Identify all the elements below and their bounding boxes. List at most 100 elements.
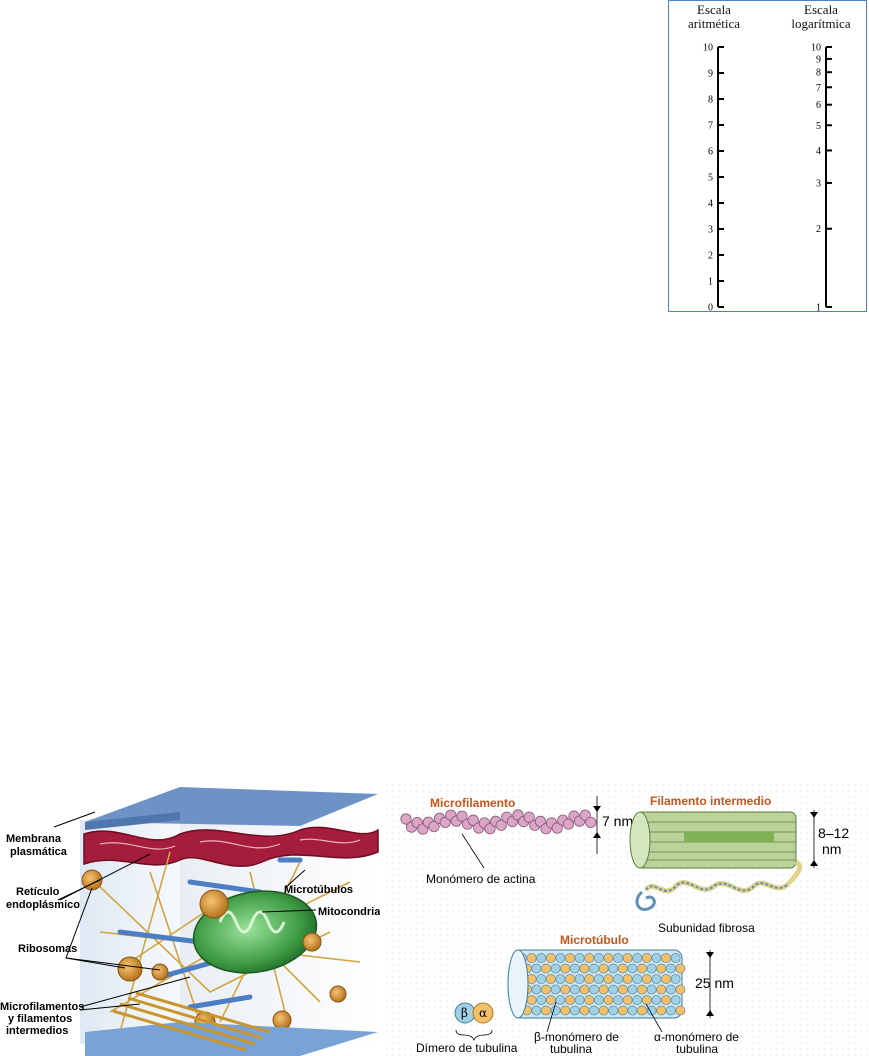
tubulin-monomer — [651, 995, 662, 1005]
actin-monomer — [484, 823, 496, 835]
label-dimero: Dímero de tubulina — [416, 1041, 518, 1055]
tubulin-monomer — [670, 995, 681, 1005]
cell-leader-lines — [53, 811, 317, 1011]
tubulin-monomer — [637, 1005, 647, 1016]
tubulin-monomer — [665, 1005, 676, 1016]
tubulin-monomer — [665, 963, 676, 974]
mt-arrow-bottom — [706, 1010, 714, 1016]
membrane-edge — [85, 812, 180, 830]
endoplasmic-reticulum — [83, 826, 379, 867]
beta-symbol: β — [461, 1006, 468, 1020]
tubulin-monomer — [608, 1005, 619, 1016]
tubulin-monomer — [627, 963, 638, 974]
actin-monomer — [562, 818, 574, 830]
arithmetic-tick-label: 0 — [708, 303, 713, 314]
label-beta-2: tubulina — [550, 1042, 592, 1056]
tubulin-monomer — [627, 984, 638, 995]
arithmetic-scale-title: Escala aritmética — [681, 3, 747, 31]
tubulin-monomer — [550, 1005, 561, 1016]
log-tick-label: 5 — [816, 121, 821, 132]
actin-monomer — [534, 815, 546, 827]
tubulin-monomer — [603, 953, 614, 963]
tubulin-monomer — [526, 995, 537, 1005]
mt-arrow-top — [706, 952, 714, 958]
tubulin-monomer — [598, 1005, 609, 1016]
tubulin-monomer — [555, 995, 566, 1005]
actin-monomer — [495, 819, 507, 831]
actina-leader — [461, 833, 485, 869]
arithmetic-title-line1: Escala — [697, 2, 731, 17]
label-reticulo-1: Retículo — [16, 886, 60, 898]
tubulin-monomer — [637, 984, 647, 995]
tubulin-monomer — [589, 984, 599, 995]
tubulin-monomer — [531, 963, 542, 974]
arithmetic-tick-label: 7 — [708, 121, 713, 132]
tubulin-monomer — [675, 1005, 686, 1016]
label-mt-size: 25 nm — [695, 975, 734, 991]
actin-monomer — [400, 813, 412, 825]
tubulin-monomer — [622, 953, 633, 963]
tubulin-monomer — [613, 953, 623, 963]
tubulin-monomer — [565, 974, 575, 984]
tubulin-monomer — [670, 953, 681, 963]
tubulin-monomer — [656, 963, 667, 974]
tubulin-monomer — [627, 1005, 638, 1016]
fibrous-coil — [635, 890, 656, 911]
tubulin-monomer — [541, 984, 551, 995]
label-membrana-1: Membrana — [6, 833, 62, 845]
tubulin-monomer — [651, 974, 662, 984]
tubulin-monomer — [569, 984, 580, 995]
tubulin-monomer — [613, 974, 623, 984]
tubulin-monomer — [617, 963, 628, 974]
actin-monomer — [456, 810, 468, 822]
actin-monomer — [467, 814, 479, 826]
cell-cytoskeleton-illustration: Membrana plasmática Retículo endoplásmic… — [0, 787, 380, 1056]
beta-leader — [546, 1001, 557, 1033]
log-tick-label: 7 — [816, 83, 821, 94]
actin-monomer — [428, 820, 440, 833]
tubulin-monomer — [632, 953, 643, 963]
tubulin-monomer — [565, 995, 575, 1005]
log-tick-label: 9 — [816, 54, 821, 65]
tubulin-monomer — [589, 1005, 599, 1016]
dimer-brace — [455, 1029, 493, 1042]
tubulin-monomer — [541, 963, 551, 974]
arithmetic-tick-label: 10 — [703, 43, 713, 54]
tubulin-monomer — [665, 984, 676, 995]
tubulin-monomer — [670, 974, 681, 984]
tubulin-monomer — [646, 1005, 657, 1016]
fibrous-subunit-helix — [645, 881, 789, 892]
tubulin-monomer — [536, 953, 547, 963]
if-arrow-top — [810, 812, 818, 818]
tubulin-monomer — [536, 974, 547, 984]
label-actina: Monómero de actina — [426, 872, 536, 886]
tubulin-monomer — [637, 963, 647, 974]
arithmetic-tick-label: 8 — [708, 95, 713, 106]
membrane-bottom — [85, 1022, 378, 1056]
tubulin-monomer — [632, 995, 643, 1005]
tubulin-monomer — [565, 953, 575, 963]
tubulin-monomer — [584, 995, 595, 1005]
tubulin-monomer — [661, 953, 671, 963]
intermediate-filament — [629, 811, 797, 869]
tubulin-monomer — [656, 1005, 667, 1016]
tubulin-monomer — [656, 984, 667, 995]
arithmetic-tick-label: 6 — [708, 147, 713, 158]
tubulin-monomer — [536, 995, 547, 1005]
actin-monomer — [585, 816, 597, 829]
tubulin-monomer — [675, 984, 686, 995]
log-title-line2: logarítmica — [791, 16, 851, 31]
alpha-subunit — [472, 1002, 494, 1024]
label-membrana-2: plasmática — [10, 846, 68, 858]
tubulin-monomer — [646, 963, 657, 974]
alpha-leader — [645, 1003, 663, 1033]
label-microfil-3: intermedios — [6, 1025, 68, 1037]
label-alpha-2: tubulina — [676, 1042, 718, 1056]
tubulin-monomer — [579, 1005, 590, 1016]
tubulin-monomer — [545, 995, 556, 1005]
arithmetic-title-line2: aritmética — [688, 16, 740, 31]
label-alpha-1: α-monómero de — [654, 1030, 739, 1044]
label-if-size-1: 8–12 — [818, 825, 849, 841]
tubulin-monomer — [641, 974, 652, 984]
